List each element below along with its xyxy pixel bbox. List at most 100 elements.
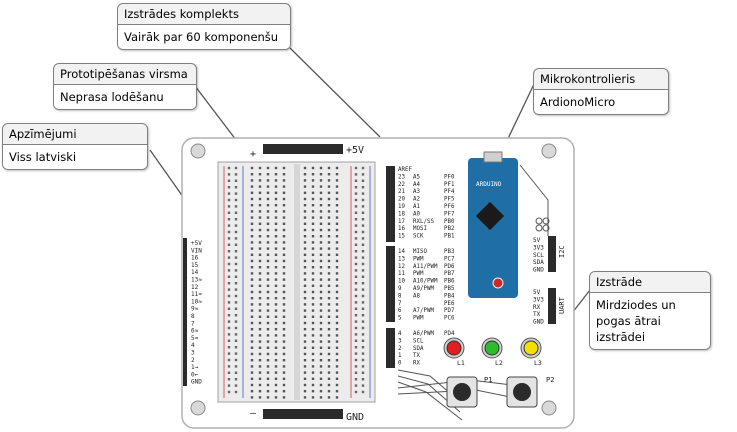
bb-hole	[258, 228, 262, 232]
bb-hole	[335, 321, 339, 325]
bb-hole	[303, 166, 307, 170]
bb-hole	[250, 328, 254, 331]
bb-hole	[258, 247, 262, 250]
bb-hole	[354, 262, 358, 266]
bb-hole	[234, 173, 238, 176]
bb-hole	[327, 216, 331, 219]
bb-hole	[303, 309, 307, 312]
bb-hole	[274, 191, 278, 194]
bb-hole	[311, 284, 315, 287]
mid-pin-number: 12	[398, 264, 405, 270]
mid-pin-number: 20	[398, 197, 405, 203]
bb-hole	[303, 204, 307, 207]
bb-hole	[311, 396, 315, 399]
bb-hole	[282, 321, 286, 325]
bb-hole	[361, 320, 365, 323]
leader-kit	[289, 47, 381, 138]
bb-hole	[303, 303, 307, 306]
bb-hole	[282, 396, 286, 399]
arduino-text: ARDUINO	[476, 181, 502, 188]
mount-hole	[541, 143, 557, 159]
bb-hole	[250, 359, 254, 362]
bb-hole	[354, 333, 358, 336]
bb-hole	[319, 259, 323, 263]
bb-hole	[227, 358, 231, 362]
bb-hole	[311, 216, 315, 219]
mount-hole	[190, 400, 206, 416]
bb-hole	[234, 288, 238, 291]
bb-hole	[266, 284, 270, 287]
header-gnd	[263, 409, 343, 419]
bb-hole	[311, 290, 315, 294]
bb-hole	[361, 275, 365, 278]
bb-hole	[361, 326, 365, 330]
bb-hole	[303, 359, 307, 362]
bb-hole	[319, 371, 323, 374]
bb-hole	[258, 266, 262, 269]
bb-hole	[258, 278, 262, 281]
bb-hole	[335, 359, 339, 362]
bb-hole	[354, 269, 358, 272]
bb-hole	[282, 365, 286, 368]
bb-hole	[361, 179, 365, 182]
bb-hole	[274, 266, 278, 269]
side-pin-label: 5V	[533, 237, 541, 244]
mid-pin-name: PWM	[413, 256, 424, 262]
bb-hole	[327, 365, 331, 368]
bb-hole	[282, 197, 286, 201]
bb-hole	[327, 334, 331, 337]
bb-hole	[311, 321, 315, 325]
mid-header-top	[386, 166, 395, 242]
bb-hole	[327, 241, 331, 244]
mid-pin-name: A10/PWM	[413, 279, 438, 285]
bb-hole	[266, 321, 270, 325]
mid-pin-port: PF7	[444, 211, 455, 217]
bb-hole	[327, 290, 331, 294]
bb-hole	[319, 216, 323, 219]
mid-pin-number: 23	[398, 174, 405, 180]
bb-hole	[258, 253, 262, 256]
bb-hole	[234, 378, 238, 381]
bb-hole	[258, 315, 262, 318]
bb-hole	[335, 197, 339, 201]
bb-hole	[282, 247, 286, 250]
bb-hole	[250, 241, 254, 244]
bb-hole	[319, 228, 323, 232]
bb-hole	[274, 321, 278, 325]
left-pin-label: 5≈	[191, 335, 199, 342]
bb-hole	[335, 377, 339, 380]
bb-hole	[311, 228, 315, 232]
bb-hole	[258, 204, 262, 207]
mid-pin-number: 8	[398, 293, 402, 299]
bb-hole	[303, 235, 307, 238]
bb-hole	[234, 192, 238, 195]
side-pin-label: TX	[533, 311, 541, 318]
bb-hole	[303, 371, 307, 374]
bb-hole	[361, 262, 365, 266]
callout-mcu-text: ArdionoMicro	[534, 90, 668, 114]
callout-mcu-title: Mikrokontrolieris	[534, 69, 668, 90]
bb-hole	[303, 197, 307, 201]
left-pin-label: 15	[191, 262, 199, 269]
bb-hole	[282, 235, 286, 238]
mid-pin-name: RXL/SS	[413, 219, 434, 225]
bb-hole	[335, 390, 339, 393]
mid-header-mid	[386, 246, 395, 322]
bb-hole	[335, 173, 339, 176]
bb-hole	[227, 282, 231, 285]
bb-hole	[274, 371, 278, 374]
bb-hole	[354, 326, 358, 330]
bb-hole	[327, 247, 331, 250]
left-pin-label: VIN	[191, 247, 202, 254]
bb-hole	[311, 222, 315, 225]
bb-hole	[274, 228, 278, 232]
bb-hole	[327, 222, 331, 225]
bb-hole	[266, 315, 270, 318]
bb-hole	[274, 166, 278, 170]
mid-pin-port: PB6	[444, 279, 455, 285]
bb-hole	[319, 315, 323, 318]
bb-hole	[282, 241, 286, 244]
bb-hole	[274, 185, 278, 188]
bb-hole	[335, 235, 339, 238]
bb-hole	[258, 377, 262, 380]
